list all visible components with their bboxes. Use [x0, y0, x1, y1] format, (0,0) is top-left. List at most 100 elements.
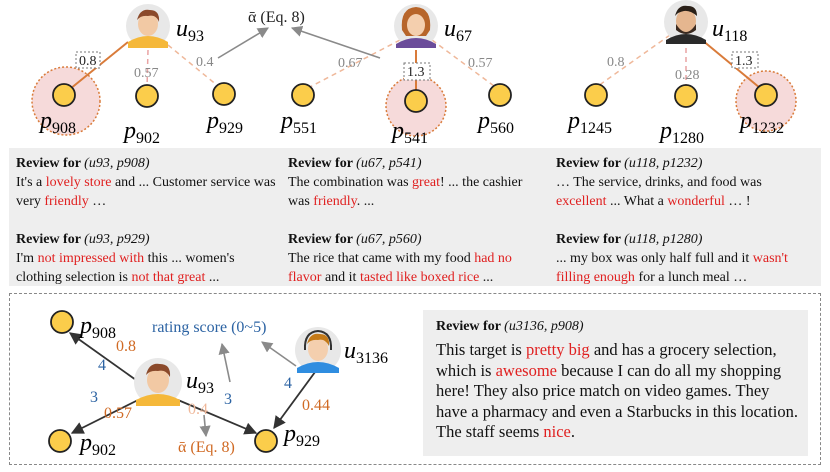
sentiment-highlight: nice [543, 422, 571, 441]
weight-b-u3136-p929: 0.44 [302, 397, 330, 414]
edge-u118-p1245 [597, 34, 671, 87]
node-p902 [135, 84, 159, 108]
review-text: . ... [356, 194, 375, 209]
node-b-p929 [254, 429, 278, 453]
review-u118-p1280: Review for (u118, p1280) ... my box was … [556, 230, 814, 287]
rating-arrow-left [218, 342, 231, 383]
node-b-p902 [48, 429, 72, 453]
sentiment-highlight: friendly [313, 194, 357, 209]
weight-b-u93-p908: 0.8 [116, 338, 136, 355]
review-title: Review for (u93, p929) [16, 232, 150, 247]
node-p551 [291, 83, 315, 107]
review-body: The combination was great! ... the cashi… [288, 173, 538, 211]
label-u67: u67 [444, 16, 472, 45]
label-p1280: p1280 [658, 118, 704, 147]
sentiment-highlight: friendly [44, 194, 89, 209]
label-u118: u118 [712, 16, 747, 45]
alpha-label-top: ᾱ (Eq. 8) [248, 9, 305, 26]
sentiment-highlight: lovely store [45, 175, 112, 190]
review-text: I'm [16, 251, 38, 266]
alpha-arrow-bottom [199, 414, 211, 438]
sentiment-highlight: awesome [495, 360, 557, 380]
review-u118-p1232: Review for (u118, p1232) … The service, … [556, 154, 806, 211]
label-p929: p929 [205, 108, 243, 137]
review-body: ... my box was only half full and it was… [556, 249, 814, 287]
edge-u93-p929 [167, 44, 219, 87]
review-title: Review for (u118, p1232) [556, 156, 703, 171]
sentiment-highlight: pretty big [525, 340, 590, 359]
weight-b-u93-p902: 0.57 [104, 405, 132, 422]
alpha-arrow-left [217, 27, 269, 59]
review-body: … The service, drinks, and food was exce… [556, 173, 806, 211]
node-p1245 [584, 83, 608, 107]
rating-u93-p908: 4 [98, 357, 106, 374]
sentiment-highlight: not impressed with [37, 251, 145, 266]
avatar-u93 [126, 4, 170, 48]
rating-u3136-p929: 4 [284, 375, 292, 392]
review-text: This target is [436, 340, 526, 359]
review-title: Review for (u67, p560) [288, 232, 422, 247]
review-text: … ! [724, 194, 751, 209]
weight-u93-p908: 0.8 [79, 54, 97, 69]
weight-u67-p551: 0.67 [338, 56, 363, 71]
review-text: and ... Customer service was very [16, 175, 276, 209]
reviews-panel [9, 148, 821, 286]
label-b-p908: p908 [78, 313, 116, 342]
edge-b-u3136-p929 [273, 367, 319, 430]
review-title: Review for (u93, p908) [16, 156, 150, 171]
review-text: It's a [16, 175, 46, 190]
weight-box-u93-p908 [75, 51, 101, 69]
review-text: … The service, drinks, and food was [556, 175, 762, 190]
label-p551: p551 [279, 108, 317, 137]
review-u93-p908: Review for (u93, p908) It's a lovely sto… [16, 154, 276, 211]
avatar-b-u93 [134, 358, 182, 406]
label-b-u3136: u3136 [344, 338, 388, 367]
review-body: It's a lovely store and ... Customer ser… [16, 173, 276, 211]
alpha-arrow-right [290, 25, 381, 59]
review-text: ... [205, 270, 220, 285]
label-p902: p902 [122, 118, 160, 147]
review-u67-p541: Review for (u67, p541) The combination w… [288, 154, 538, 211]
review-title: Review for (u3136, p908) [436, 319, 584, 334]
edge-u67-p560 [431, 39, 495, 87]
review-text: for a lunch meal … [634, 270, 748, 285]
review-body: The rice that came with my food had no f… [288, 249, 543, 287]
node-p541 [404, 89, 428, 113]
review-text: ... What a [606, 194, 668, 209]
node-p560 [488, 83, 512, 107]
label-p1232: p1232 [738, 108, 784, 137]
review-title: Review for (u118, p1280) [556, 232, 703, 247]
edge-b-u93-p929 [177, 399, 258, 435]
weight-u118-p1245: 0.8 [607, 55, 625, 70]
label-p908: p908 [38, 108, 76, 137]
rating-u93-p902: 3 [90, 389, 98, 406]
review-text: The combination was [288, 175, 413, 190]
weight-u93-p902: 0.57 [134, 66, 159, 81]
weight-box-u118-p1232 [731, 51, 759, 69]
edge-b-u93-p908 [68, 332, 137, 381]
weight-u93-p929: 0.4 [196, 55, 214, 70]
label-u93: u93 [176, 16, 204, 45]
review-text: and it [321, 270, 360, 285]
label-b-p929: p929 [282, 421, 320, 450]
review-u3136-p908: Review for (u3136, p908) This target is … [423, 310, 808, 456]
review-text: this ... women's clothing selection is [16, 251, 235, 285]
sentiment-highlight: tasted like boxed rice [359, 270, 480, 285]
edge-u93-p902 [146, 49, 149, 89]
sentiment-highlight: had no flavor [288, 251, 512, 285]
sentiment-highlight: excellent [556, 194, 607, 209]
review-text: ... [479, 270, 494, 285]
review-text: because I can do all my shopping here! T… [436, 360, 798, 442]
node-b-p908 [50, 310, 74, 334]
sentiment-highlight: not that great [131, 270, 206, 285]
review-text: ! ... the cashier was [288, 175, 523, 209]
edge-b-u93-p902 [70, 399, 139, 434]
weight-u67-p560: 0.57 [468, 56, 493, 71]
label-b-u93: u93 [186, 368, 214, 397]
review-u67-p560: Review for (u67, p560) The rice that cam… [288, 230, 543, 287]
edge-u118-p1232 [701, 39, 761, 89]
weight-box-u67-p541 [403, 62, 431, 81]
review-text: . [570, 422, 575, 441]
